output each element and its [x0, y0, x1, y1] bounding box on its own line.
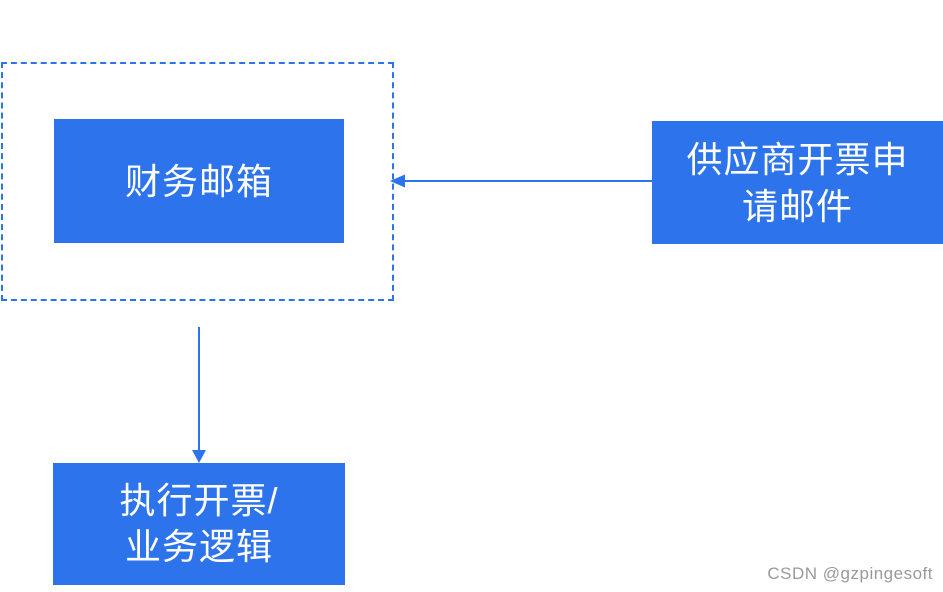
- node-supplier-label-line2: 请邮件: [741, 185, 853, 227]
- node-logic-label-line2: 业务逻辑: [124, 526, 273, 567]
- node-finance-mailbox: 财务邮箱: [54, 119, 344, 243]
- edge-finance-to-logic-arrowhead-down-icon: [192, 450, 206, 463]
- node-logic-label-line1: 执行开票/: [119, 480, 279, 521]
- node-finance-mailbox-label: 财务邮箱: [124, 160, 273, 202]
- node-supplier-label-line1: 供应商开票申: [686, 138, 909, 180]
- node-execute-invoicing-business-logic: 执行开票/ 业务逻辑: [53, 463, 345, 585]
- watermark-text: CSDN @gzpingesoft: [767, 564, 933, 583]
- node-supplier-invoice-request-email: 供应商开票申 请邮件: [652, 121, 943, 244]
